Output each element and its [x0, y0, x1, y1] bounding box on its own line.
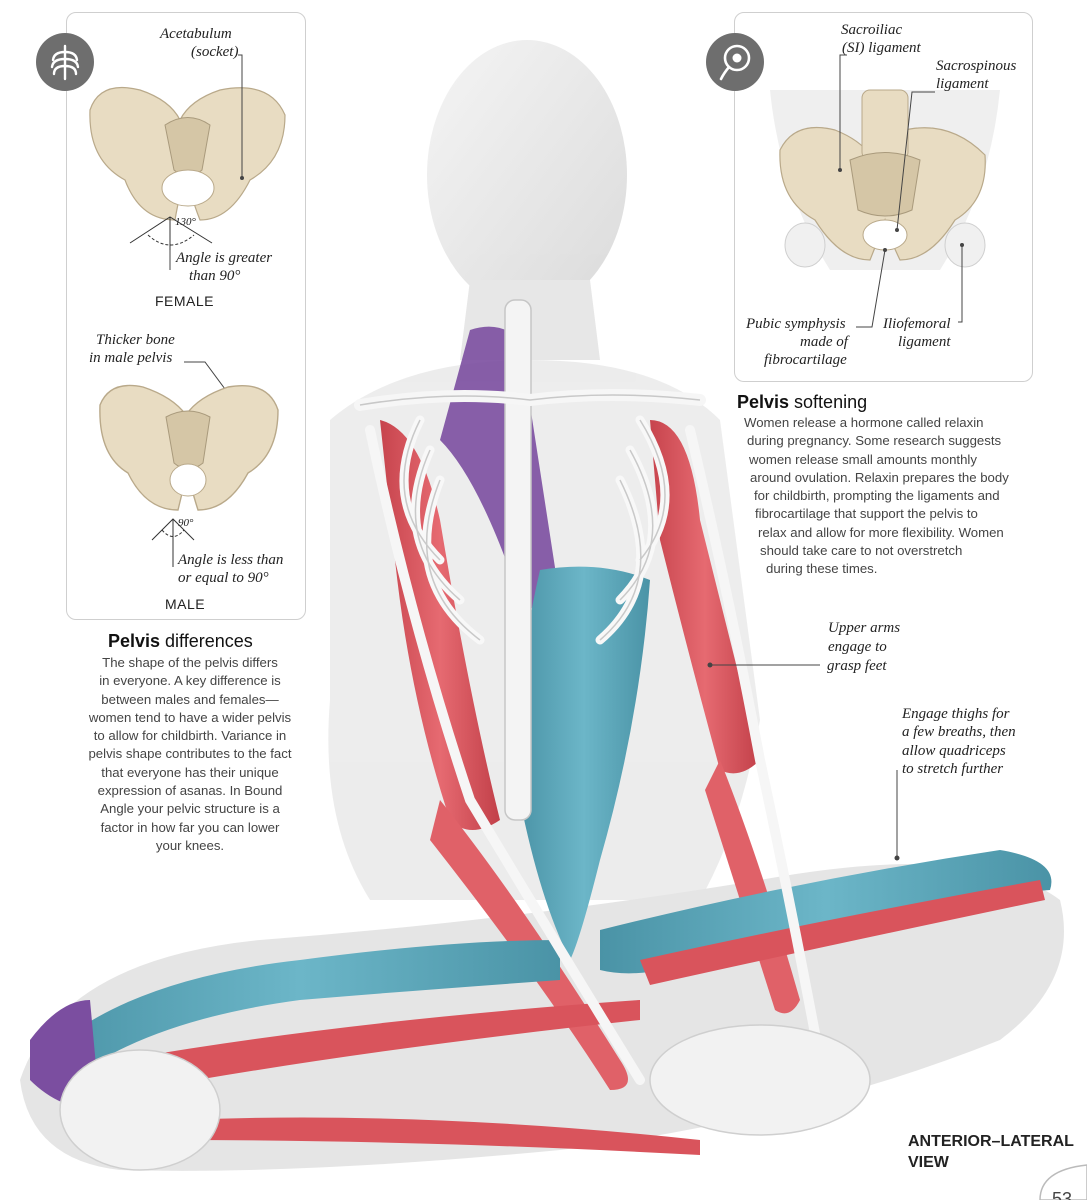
pelvis-softening-heading: Pelvis softening	[737, 392, 868, 412]
female-pelvis-image	[89, 86, 286, 221]
acetabulum-label-line2: (socket)	[191, 44, 239, 60]
iliofemoral-label-line2: ligament	[898, 334, 951, 350]
iliofemoral-label-line1: Iliofemoral	[883, 316, 951, 332]
acetabulum-label-line1: Acetabulum	[160, 26, 232, 42]
male-caption: MALE	[165, 596, 206, 612]
upper-arms-callout-line1: Upper arms	[828, 620, 901, 636]
male-angle-note-line2: or equal to 90°	[178, 570, 269, 586]
ribcage-icon	[36, 33, 94, 91]
left-thigh-muscle	[40, 940, 560, 1080]
pubic-symphysis-label-line2: made of	[800, 334, 848, 350]
upper-arms-callout-line2: engage to	[828, 639, 887, 655]
view-label-line1: ANTERIOR–LATERAL	[908, 1133, 1074, 1150]
female-angle-value: 130°	[175, 216, 196, 228]
thicker-bone-label-line2: in male pelvis	[89, 350, 173, 366]
page-number: 53	[1052, 1189, 1073, 1200]
pelvis-softening-body: Women release a hormone called relaxin d…	[744, 415, 1009, 577]
ovary-cell-icon	[706, 33, 764, 91]
pelvis-differences-heading: Pelvis differences	[108, 631, 253, 651]
thighs-callout-line3: allow quadriceps	[902, 743, 1006, 759]
spine	[504, 299, 532, 821]
female-angle-note-line1: Angle is greater	[176, 250, 273, 266]
sacrospinous-label-line2: ligament	[936, 76, 989, 92]
thighs-callout-line1: Engage thighs for	[902, 706, 1010, 722]
right-thigh-muscle	[600, 850, 1052, 974]
pelvis-differences-body: The shape of the pelvis differs in every…	[88, 655, 292, 853]
male-angle-lines	[151, 518, 195, 567]
view-label: ANTERIOR–LATERAL VIEW	[908, 1131, 1087, 1173]
rectus-abdominis	[517, 566, 650, 960]
female-angle-note-line2: than 90°	[189, 268, 241, 284]
thighs-callout-line2: a few breaths, then	[902, 724, 1016, 740]
right-arm-muscle	[650, 420, 760, 774]
thicker-bone-label-line1: Thicker bone	[96, 332, 175, 348]
male-pelvis-image	[99, 384, 279, 511]
female-caption: FEMALE	[155, 293, 215, 309]
thighs-callout-line4: to stretch further	[902, 761, 1004, 777]
upper-arms-callout-line3: grasp feet	[827, 658, 887, 674]
sacroiliac-label-line1: Sacroiliac	[841, 22, 903, 38]
view-label-line2: VIEW	[908, 1154, 949, 1171]
pubic-symphysis-label-line1: Pubic symphysis	[746, 316, 846, 332]
male-angle-value: 90°	[178, 517, 194, 529]
sacrospinous-label-line1: Sacrospinous	[936, 58, 1017, 74]
pubic-symphysis-label-line3: fibrocartilage	[764, 352, 847, 368]
sacroiliac-label-line2: (SI) ligament	[842, 40, 921, 56]
female-angle-lines	[129, 216, 213, 255]
male-angle-note-line1: Angle is less than	[178, 552, 284, 568]
